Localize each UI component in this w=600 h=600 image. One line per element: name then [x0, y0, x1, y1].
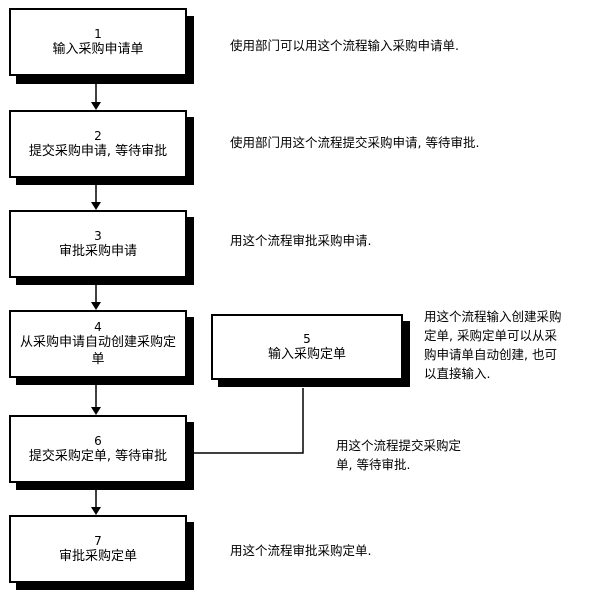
arrowhead-7 [91, 507, 101, 515]
step-1-label: 输入采购申请单 [52, 41, 144, 57]
arrowhead-4 [91, 302, 101, 310]
step-4-box[interactable]: 4 从采购申请自动创建采购定单 [9, 310, 187, 378]
step-5-label: 输入采购定单 [267, 346, 346, 362]
step-6-number: 6 [94, 433, 102, 448]
note-step-1: 使用部门可以用这个流程输入采购申请单. [230, 38, 459, 53]
step-4-label: 从采购申请自动创建采购定单 [19, 335, 176, 367]
step-7-number: 7 [94, 533, 102, 548]
step-2-number: 2 [94, 128, 102, 143]
step-3-number: 3 [94, 228, 102, 243]
note-step-2: 使用部门用这个流程提交采购申请, 等待审批. [230, 135, 480, 150]
step-7-box[interactable]: 7 审批采购定单 [9, 515, 187, 583]
arrowhead-6 [91, 407, 101, 415]
step-2-label: 提交采购申请, 等待审批 [28, 143, 168, 159]
note-step-3: 用这个流程审批采购申请. [230, 233, 372, 248]
step-5-box[interactable]: 5 输入采购定单 [211, 314, 403, 380]
step-1-number: 1 [94, 26, 102, 41]
step-5-number: 5 [303, 331, 311, 346]
arrowhead-2 [91, 102, 101, 110]
arrowhead-3 [91, 202, 101, 210]
connector-5-6 [193, 388, 304, 454]
step-6-box[interactable]: 6 提交采购定单, 等待审批 [9, 415, 187, 483]
step-1-box[interactable]: 1 输入采购申请单 [9, 8, 187, 76]
note-step-4-5: 用这个流程输入创建采购 定单, 采购定单可以从采 购申请单自动创建, 也可 以直… [424, 309, 562, 381]
step-2-box[interactable]: 2 提交采购申请, 等待审批 [9, 110, 187, 178]
note-step-7: 用这个流程审批采购定单. [230, 543, 372, 558]
step-7-label: 审批采购定单 [58, 548, 137, 564]
note-step-6: 用这个流程提交采购定 单, 等待审批. [336, 438, 462, 472]
step-3-box[interactable]: 3 审批采购申请 [9, 210, 187, 278]
step-3-label: 审批采购申请 [58, 243, 137, 259]
step-4-number: 4 [94, 320, 102, 334]
step-6-label: 提交采购定单, 等待审批 [28, 448, 168, 464]
